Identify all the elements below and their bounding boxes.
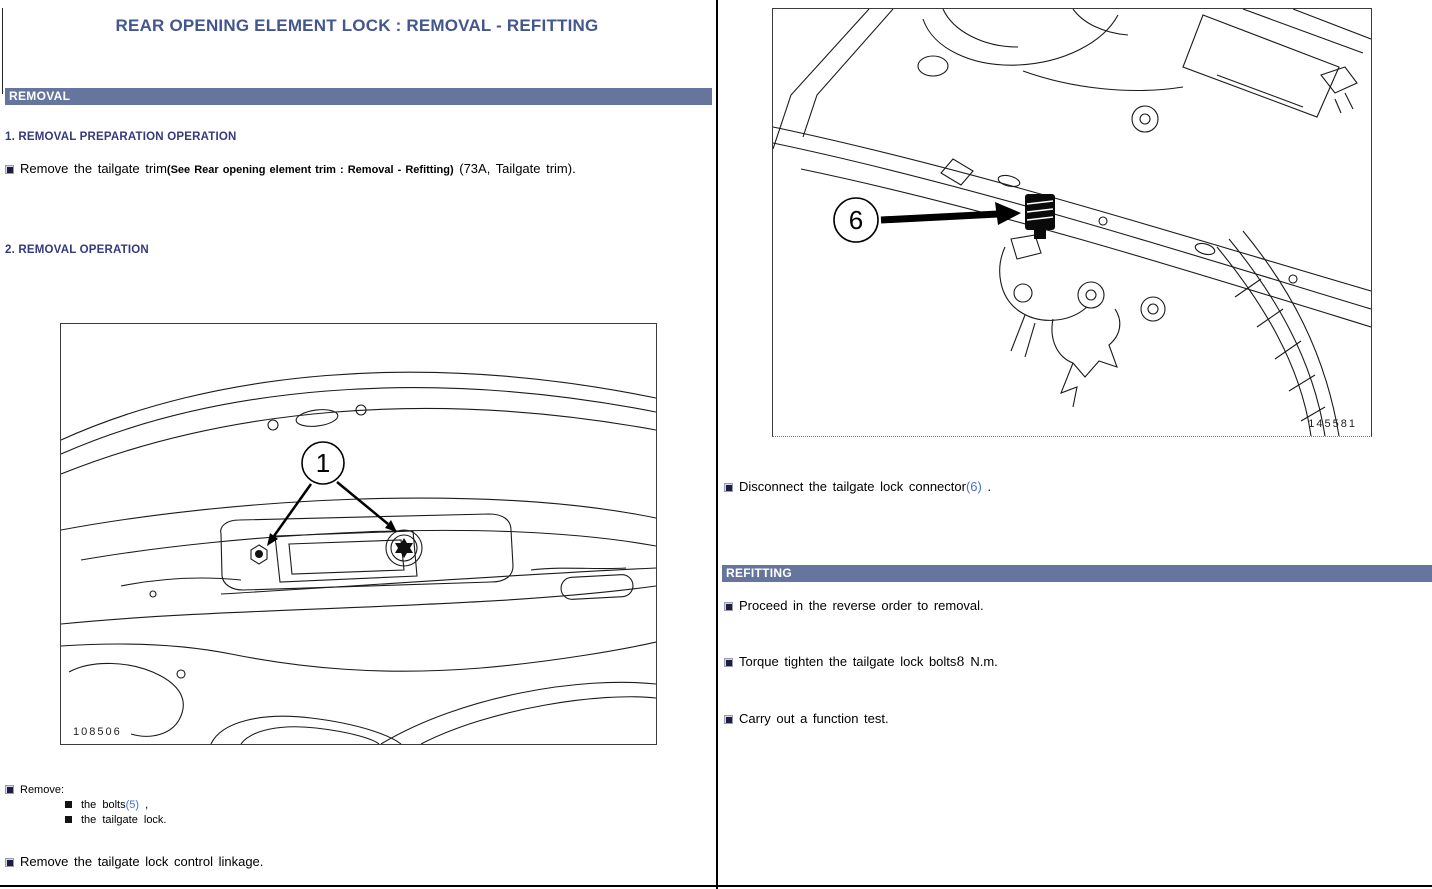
connector-arrow [880,202,1021,225]
reverse-order-step: Proceed in the reverse order to removal. [724,598,984,613]
drawing-strokes [61,371,656,744]
torque-text: Torque tighten the tailgate lock bolts [739,654,957,669]
remove-label: Remove: [20,784,65,796]
see-reference-link[interactable]: (See Rear opening element trim : Removal… [166,164,454,176]
torque-value: 8 [956,655,965,670]
remove-trim-text: Remove the tailgate trim [20,161,167,176]
bolts-suffix: , [139,799,149,811]
bolts-text: the bolts [81,799,126,811]
callout-1: 1 [301,441,345,485]
reverse-order-text: Proceed in the reverse order to removal. [739,598,984,613]
remove-list-item-lock: the tailgate lock. [65,814,167,826]
connector-line-drawing: 6 [773,9,1371,436]
removal-operation-heading: 2. REMOVAL OPERATION [5,244,149,256]
tailgate-line-drawing: 1 [61,371,656,744]
remove-trim-location: (73A, Tailgate trim). [453,161,576,176]
column-divider [716,0,718,889]
callout-arrows [267,481,397,546]
torque-step: Torque tighten the tailgate lock bolts8 … [724,654,998,670]
square-bullet-icon [724,483,733,492]
connector-6 [1025,194,1055,239]
bolts-ref-link[interactable]: (5) [125,799,140,811]
function-test-step: Carry out a function test. [724,711,889,726]
square-bullet-icon [5,785,14,794]
figure-tailgate-lock-connector: 6 145581 [772,8,1372,437]
figure2-ref-number: 145581 [1308,418,1357,430]
sub-bullet-icon [65,801,72,808]
prep-operation-heading: 1. REMOVAL PREPARATION OPERATION [5,131,237,143]
figure1-ref-number: 108506 [73,726,122,738]
torque-unit: N.m. [964,654,998,669]
remove-list-header: Remove: [5,784,167,796]
connector-ref-link[interactable]: (6) [965,479,982,494]
callout-1-label: 1 [316,448,330,478]
refitting-section-header: REFITTING [722,565,1432,582]
remove-list-item-bolts: the bolts(5) , [65,799,167,811]
disconnect-connector-step: Disconnect the tailgate lock connector(6… [724,479,991,494]
page-bottom-rule [0,885,1432,887]
sub-bullet-icon [65,816,72,823]
page-edge-line [2,8,3,94]
square-bullet-icon [5,858,14,867]
callout-6: 6 [833,197,879,243]
remove-linkage-step: Remove the tailgate lock control linkage… [5,854,263,869]
drawing-strokes [773,9,1371,436]
square-bullet-icon [724,602,733,611]
removal-section-header: REMOVAL [5,88,712,105]
figure-tailgate-lock-bolts: 1 108506 [60,323,657,745]
disconnect-suffix: . [981,479,992,494]
square-bullet-icon [724,715,733,724]
page-title: REAR OPENING ELEMENT LOCK : REMOVAL - RE… [115,16,599,35]
refitting-section-label: REFITTING [726,566,793,580]
square-bullet-icon [5,165,14,174]
removal-section-label: REMOVAL [9,89,71,103]
function-test-text: Carry out a function test. [739,711,889,726]
callout-6-label: 6 [849,205,863,235]
lock-text: the tailgate lock. [81,814,167,826]
disconnect-text: Disconnect the tailgate lock connector [739,479,966,494]
square-bullet-icon [724,658,733,667]
remove-trim-step: Remove the tailgate trim(See Rear openin… [5,161,576,176]
remove-list: Remove: the bolts(5) , the tailgate lock… [5,784,167,826]
linkage-text: Remove the tailgate lock control linkage… [20,854,264,869]
